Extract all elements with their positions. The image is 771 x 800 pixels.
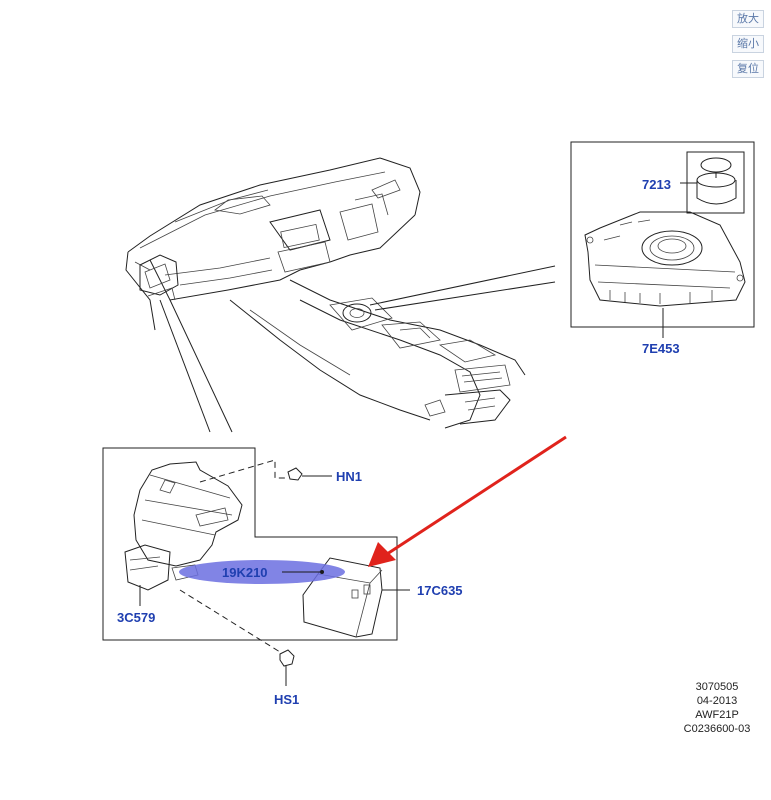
- zoom-out-button[interactable]: 缩小: [732, 35, 764, 53]
- inset-module-area: [102, 447, 410, 686]
- callout-17c635: 17C635: [417, 583, 463, 598]
- info-line-2: 04-2013: [697, 695, 737, 707]
- info-line-1: 3070505: [696, 681, 739, 693]
- callout-hs1: HS1: [274, 692, 299, 707]
- dashboard-illustration: [125, 157, 556, 433]
- red-pointer-arrow: [368, 435, 567, 567]
- callout-3c579: 3C579: [117, 610, 155, 625]
- callout-19k210: 19K210: [222, 565, 268, 580]
- zoom-in-button[interactable]: 放大: [732, 10, 764, 28]
- info-line-3: AWF21P: [695, 709, 739, 721]
- inset-gear-selector: [570, 141, 755, 338]
- info-line-4: C0236600-03: [684, 723, 751, 735]
- callout-hn1: HN1: [336, 469, 362, 484]
- highlight-ellipse: [179, 560, 345, 584]
- callout-7213: 7213: [642, 177, 671, 192]
- callout-7e453: 7E453: [642, 341, 680, 356]
- reset-button[interactable]: 复位: [732, 60, 764, 78]
- inset-frame-bottom: [102, 447, 398, 641]
- zoom-controls: 放大 缩小 复位: [732, 10, 766, 85]
